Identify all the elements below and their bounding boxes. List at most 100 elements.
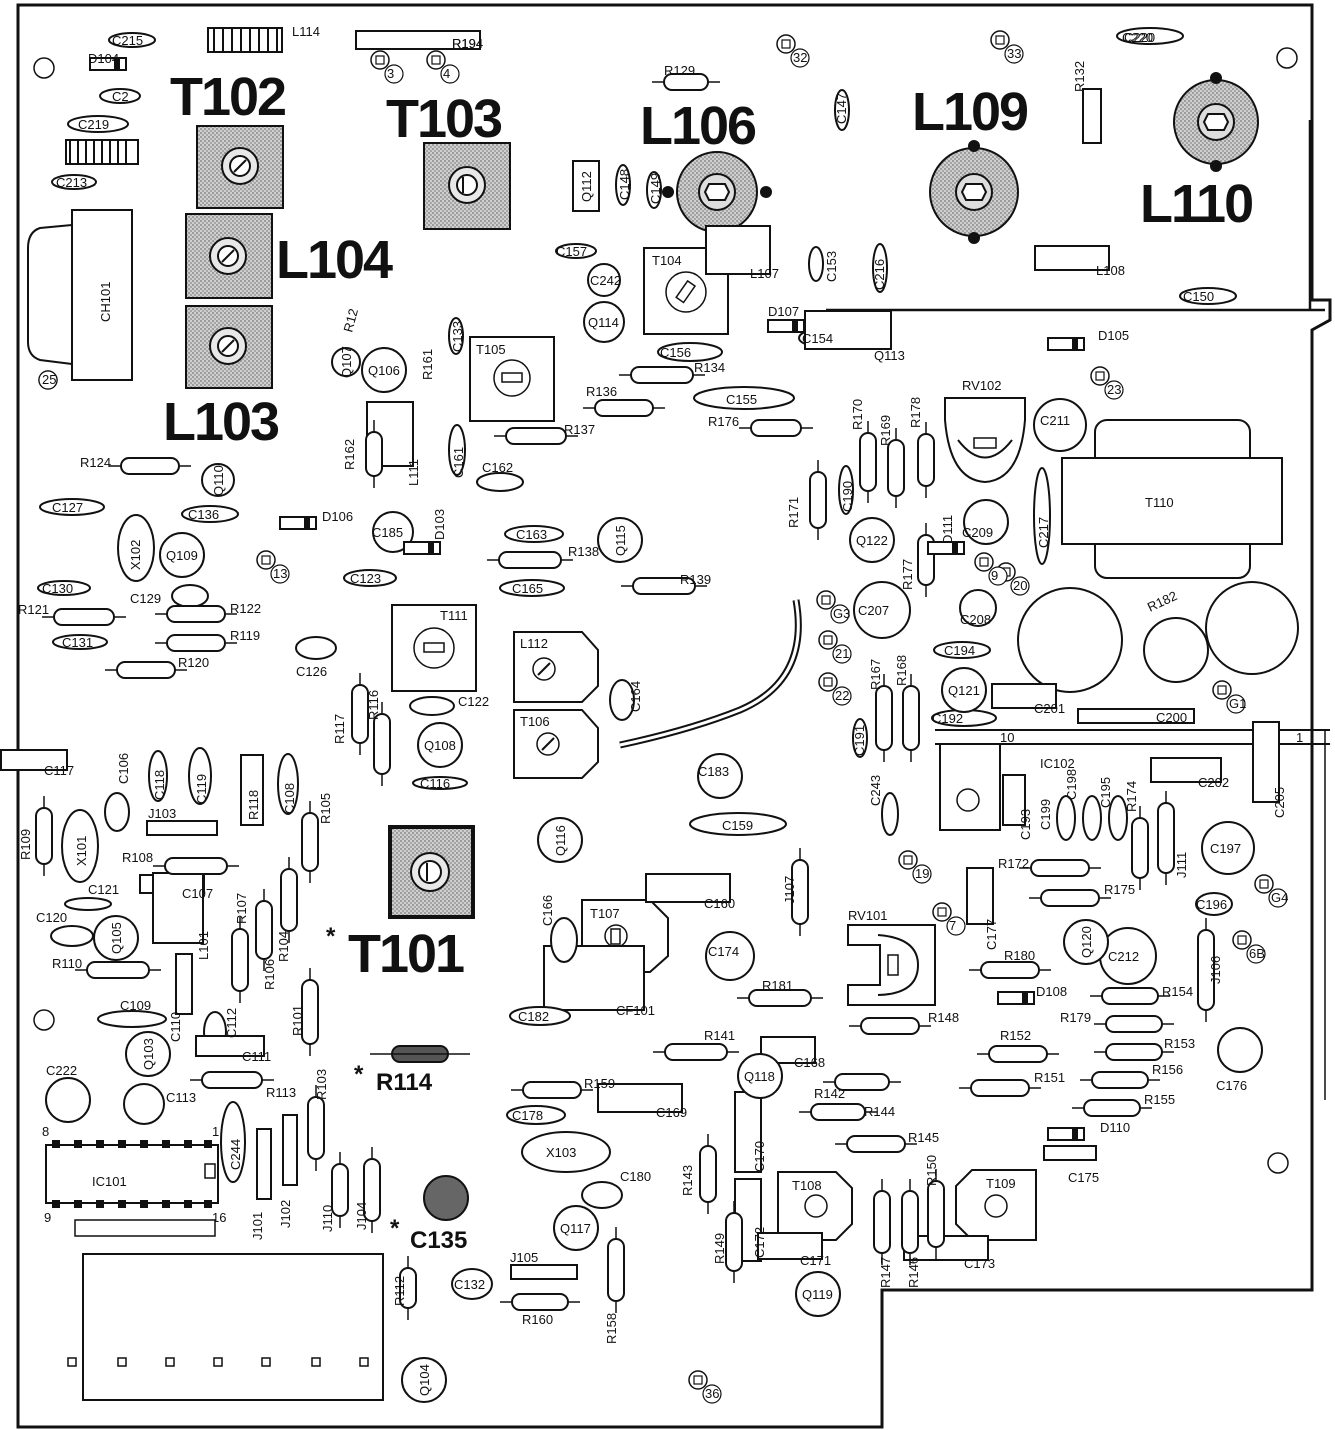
label-c219: C219 [78, 117, 109, 132]
label-c147: C147 [834, 93, 849, 124]
label-l104: L104 [276, 230, 393, 290]
label-q115: Q115 [613, 525, 628, 556]
label-c171: C171 [800, 1253, 831, 1268]
label-c150: C150 [1183, 289, 1214, 304]
test-point-label: 13 [273, 566, 287, 581]
label-r158: R158 [604, 1313, 619, 1344]
label-r174: R174 [1124, 781, 1139, 812]
label-c109: C109 [120, 998, 151, 1013]
label-c174: C174 [708, 944, 739, 959]
label-c205: C205 [1272, 787, 1287, 818]
label-r105: R105 [318, 793, 333, 824]
label-c201: C201 [1034, 701, 1065, 716]
label-c183: C183 [698, 764, 729, 779]
test-point-label: 9 [991, 568, 998, 583]
label-r106: R106 [262, 959, 277, 990]
label-j107: J107 [782, 876, 797, 904]
test-point-label: 23 [1107, 382, 1121, 397]
label-r160: R160 [522, 1312, 553, 1327]
label-q106: Q106 [368, 363, 400, 378]
label-x102: X102 [128, 540, 143, 570]
test-point-label: 32 [793, 50, 807, 65]
label-c148: C148 [617, 169, 632, 200]
label-r168: R168 [894, 655, 909, 686]
label-r110: R110 [52, 956, 82, 971]
label-r107: R107 [234, 893, 249, 924]
asterisk-t101: * [326, 923, 336, 950]
label-c215: C215 [112, 33, 143, 48]
wire-cable [619, 599, 802, 749]
label-j111: J111 [1174, 852, 1189, 878]
label-j102: J102 [278, 1200, 293, 1228]
label-r154: R154 [1162, 984, 1193, 999]
label-c172: C172 [752, 1227, 767, 1258]
label-r12: R12 [340, 307, 361, 334]
trimmer-l112 [513, 631, 599, 703]
label-t108: T108 [792, 1178, 822, 1193]
label-d111: D111 [940, 515, 955, 544]
label-c136: C136 [188, 507, 219, 522]
transformer-l103 [185, 305, 273, 389]
label-r181: R181 [762, 978, 793, 993]
label-r169: R169 [878, 415, 893, 446]
label-q117: Q117 [560, 1221, 591, 1236]
ic102-label: IC102 [1040, 756, 1075, 771]
label-r172: R172 [998, 856, 1029, 871]
label-r194: R194 [452, 36, 483, 51]
label-q105: Q105 [109, 922, 124, 954]
test-point-label: 4 [443, 66, 450, 81]
label-c116: C116 [420, 776, 450, 791]
ic102-pin10: 10 [1000, 730, 1014, 745]
label-c180: C180 [620, 1169, 651, 1184]
label-r139: R139 [680, 572, 711, 587]
trimmer-t105 [469, 336, 555, 422]
ic102-pin1: 1 [1296, 730, 1303, 745]
label-d103: D103 [432, 509, 447, 540]
label-c185: C185 [372, 525, 403, 540]
label-r161: R161 [420, 349, 435, 380]
label-c110: C110 [168, 1012, 183, 1042]
transformer-t103 [423, 142, 511, 230]
board-outline [16, 3, 1332, 1429]
ic102-heatsink [939, 743, 1001, 831]
label-c117: C117 [44, 763, 74, 778]
label-c129: C129 [130, 591, 161, 606]
mount-hole [1267, 1152, 1289, 1174]
label-c108: C108 [282, 783, 297, 814]
label-j103: J103 [148, 806, 176, 821]
connector-block [67, 1219, 384, 1401]
label-c177: C177 [984, 919, 999, 950]
test-point-label: 36 [705, 1386, 719, 1401]
label-r150: R150 [924, 1155, 939, 1186]
label-q122: Q122 [856, 533, 888, 548]
label-r151: R151 [1034, 1070, 1065, 1085]
label-r104: R104 [276, 931, 291, 962]
label-c166: C166 [540, 895, 555, 926]
label-r152: R152 [1000, 1028, 1031, 1043]
label-c190: C190 [840, 481, 855, 512]
label-r119: R119 [230, 628, 260, 643]
components-layer [0, 27, 1280, 1403]
ic101-pin1: 1 [212, 1124, 219, 1139]
label-c106: C106 [116, 753, 131, 784]
label-c127: C127 [52, 500, 83, 515]
label-c123: C123 [350, 571, 381, 586]
label-c126: C126 [296, 664, 327, 679]
label-c196: C196 [1196, 897, 1227, 912]
label-ch101: CH101 [98, 282, 113, 322]
label-l110: L110 [1140, 174, 1252, 234]
label-c193: C193 [1018, 809, 1033, 840]
test-point-label: 25 [42, 372, 56, 387]
coil-l110 [1173, 72, 1259, 172]
label-j104: J104 [354, 1202, 369, 1230]
choke-ch101 [27, 209, 133, 381]
label-r121: R121 [18, 602, 49, 617]
label-t101: T101 [348, 924, 464, 984]
label-r149: R149 [712, 1233, 727, 1264]
test-point-label: 22 [835, 688, 849, 703]
label-d110: D110 [1100, 1120, 1130, 1135]
label-c162: C162 [482, 460, 513, 475]
label-l106: L106 [640, 96, 756, 156]
capacitor-c135-body [423, 1175, 469, 1221]
